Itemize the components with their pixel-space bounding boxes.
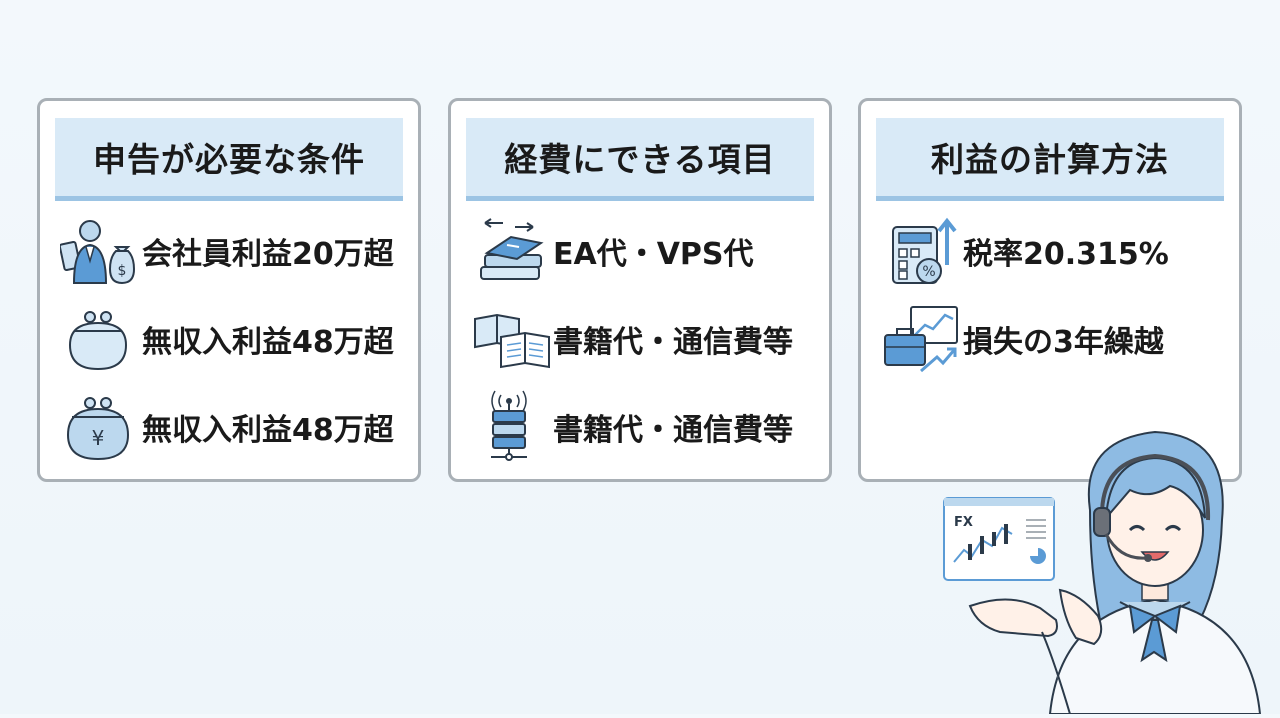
item-label: 書籍代・通信費等 xyxy=(553,413,793,448)
list-item: EA代・VPS代 xyxy=(471,213,819,289)
item-label: 無収入利益48万超 xyxy=(142,413,394,448)
svg-text:$: $ xyxy=(118,263,127,279)
item-label: EA代・VPS代 xyxy=(553,237,754,272)
list-item: % 税率20.315% xyxy=(881,213,1229,289)
list-item: 無収入利益48万超 xyxy=(60,301,408,377)
card-filing-conditions: 申告が必要な条件 $ 会社員利益20万超 無収入利益48万超 xyxy=(37,98,421,482)
svg-text:%: % xyxy=(922,264,935,280)
employee-money-bag-icon: $ xyxy=(58,213,140,289)
book-stack-arrows-icon xyxy=(471,213,551,289)
item-label: 書籍代・通信費等 xyxy=(553,325,793,360)
list-item: $ 会社員利益20万超 xyxy=(58,213,408,289)
item-label: 税率20.315% xyxy=(963,237,1169,272)
card-profit-calculation: 利益の計算方法 % 税率20.315% xyxy=(858,98,1242,482)
yen-purse-icon: ¥ xyxy=(60,389,140,465)
item-label: 会社員利益20万超 xyxy=(142,237,394,272)
list-item: 損失の3年繰越 xyxy=(881,301,1229,377)
calculator-percent-icon: % xyxy=(881,213,961,289)
list-item: 書籍代・通信費等 xyxy=(471,389,819,465)
list-item: 書籍代・通信費等 xyxy=(471,301,819,377)
coin-purse-icon xyxy=(60,301,140,377)
briefcase-chart-icon xyxy=(881,301,961,377)
card-deductible-expenses: 経費にできる項目 EA代・VPS代 書籍代・通信費等 xyxy=(448,98,832,482)
card-title: 申告が必要な条件 xyxy=(55,118,403,201)
card-title: 経費にできる項目 xyxy=(466,118,814,201)
operator-woman-illustration: FX xyxy=(930,420,1280,715)
server-antenna-icon xyxy=(471,389,551,465)
card-title: 利益の計算方法 xyxy=(876,118,1224,201)
svg-text:¥: ¥ xyxy=(92,426,105,450)
open-books-icon xyxy=(471,301,551,377)
item-label: 損失の3年繰越 xyxy=(963,325,1164,360)
monitor-label: FX xyxy=(954,515,973,530)
item-label: 無収入利益48万超 xyxy=(142,325,394,360)
list-item: ¥ 無収入利益48万超 xyxy=(60,389,408,465)
